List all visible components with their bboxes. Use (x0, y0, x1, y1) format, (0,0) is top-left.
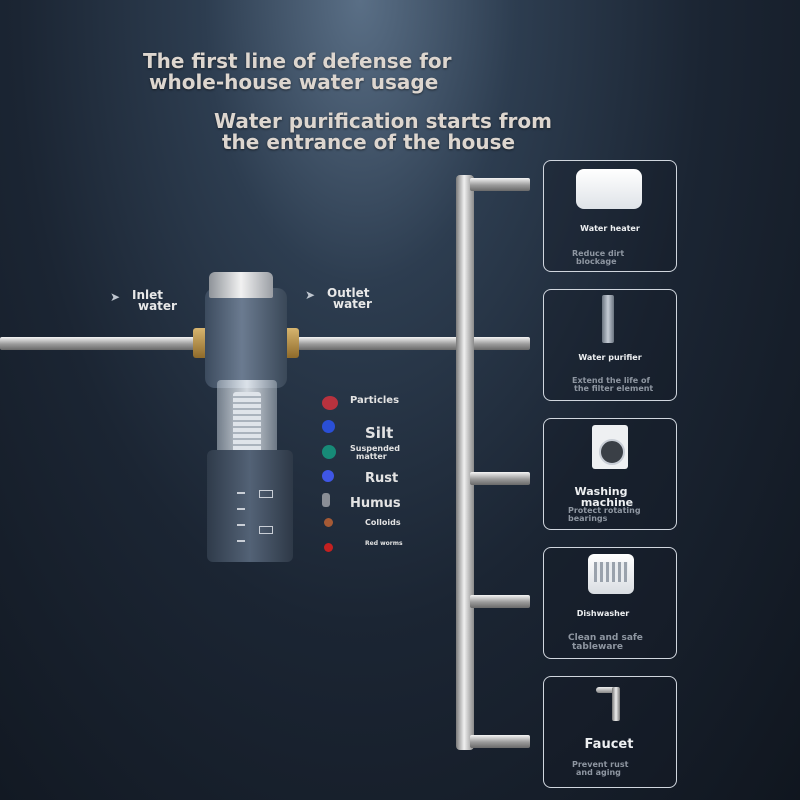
main-pipe-left (0, 337, 200, 350)
contaminant-rust: Rust (365, 471, 399, 486)
base-mark (237, 508, 245, 510)
branch-pipe-3 (470, 472, 530, 485)
headline-line-2: whole-house water usage (149, 70, 439, 94)
base-tag (259, 526, 273, 534)
silt-icon (322, 420, 335, 433)
filter-head (205, 288, 287, 388)
card-dishwasher: Dishwasher Clean and safe tableware (543, 547, 677, 659)
card-water-heater: Water heater Reduce dirt blockage (543, 160, 677, 272)
card-desc-line-2: and aging (576, 768, 621, 777)
card-desc-line-2: blockage (576, 257, 617, 266)
headline-line-3: Water purification starts from (214, 109, 552, 133)
card-desc: Prevent rust and aging (572, 761, 628, 777)
headline-primary: The first line of defense for whole-hous… (143, 51, 452, 93)
contaminant-silt-sub-2: matter (356, 452, 387, 461)
branch-pipe-1 (470, 178, 530, 191)
manifold-pipe (456, 175, 474, 750)
card-desc-line-1: Clean and safe (568, 633, 643, 643)
card-title: Water heater (580, 224, 640, 233)
card-desc-line-2: the filter element (574, 384, 654, 393)
card-title: Water purifier (578, 353, 642, 362)
contaminant-particles: Particles (350, 395, 400, 406)
outlet-label-line-1: Outlet (327, 286, 370, 300)
washing-machine-icon (592, 425, 628, 469)
card-desc: Extend the life of the filter element (572, 377, 653, 393)
card-desc: Protect rotating bearings (568, 507, 641, 523)
red-worms-icon (324, 543, 333, 552)
rust-icon (322, 445, 336, 459)
faucet-spout (596, 687, 618, 693)
inlet-label: ➤ Inlet water (110, 288, 177, 313)
base-tag (259, 490, 273, 498)
base-mark (237, 492, 245, 494)
filter-base (207, 450, 293, 562)
headline-line-1: The first line of defense for (143, 49, 452, 73)
branch-pipe-4 (470, 595, 530, 608)
card-desc-line-1: Extend the life of (572, 376, 650, 385)
inlet-label-line-2: water (138, 299, 177, 313)
washer-door (599, 439, 625, 465)
card-desc-line-1: Prevent rust (572, 760, 629, 769)
card-desc-line-1: Protect rotating (568, 506, 641, 515)
humus-fiber-icon (322, 493, 330, 507)
contaminant-silt-sub-1: Suspended (350, 444, 400, 453)
filter-cap (209, 272, 273, 298)
base-mark (237, 540, 245, 542)
arrow-right-icon: ➤ (110, 290, 121, 304)
contaminant-humus: Humus (350, 496, 401, 511)
card-desc-line-2: bearings (568, 514, 608, 523)
humus-icon (322, 470, 334, 482)
outlet-label: ➤ Outlet water (305, 286, 372, 311)
card-water-purifier: Water purifier Extend the life of the fi… (543, 289, 677, 401)
branch-pipe-5 (470, 735, 530, 748)
colloids-icon (324, 518, 333, 527)
card-desc: Clean and safe tableware (568, 634, 643, 652)
card-title-line-2: machine (580, 496, 634, 509)
card-faucet: Faucet Prevent rust and aging (543, 676, 677, 788)
base-mark (237, 524, 245, 526)
dish-rack (594, 562, 628, 582)
card-title: Dishwasher (576, 609, 630, 618)
main-pipe-right (298, 337, 530, 350)
contaminant-silt: Silt (365, 424, 394, 442)
faucet-icon (596, 687, 626, 723)
card-washing-machine: Washing machine Protect rotating bearing… (543, 418, 677, 530)
card-desc-line-1: Reduce dirt (572, 249, 625, 258)
arrow-right-icon: ➤ (305, 288, 316, 302)
card-desc: Reduce dirt blockage (572, 250, 624, 266)
card-title: Faucet (584, 737, 634, 752)
faucet-body (612, 687, 620, 721)
card-title-line-1: Washing (574, 485, 628, 498)
contaminant-colloids: Colloids (365, 518, 401, 527)
inlet-label-line-1: Inlet (132, 288, 163, 302)
headline-secondary: Water purification starts from the entra… (214, 111, 552, 153)
headline-line-4: the entrance of the house (222, 130, 516, 154)
outlet-brass-fitting (283, 328, 299, 358)
filter-element (233, 392, 261, 454)
pre-filter-device (193, 270, 305, 565)
particles-icon (322, 396, 338, 410)
contaminant-red-worms: Red worms (365, 540, 403, 547)
filter-bowl (217, 380, 277, 460)
card-desc-line-2: tableware (572, 642, 623, 652)
water-purifier-icon (602, 295, 614, 343)
water-heater-icon (576, 169, 642, 209)
dishwasher-icon (588, 554, 634, 594)
outlet-label-line-2: water (333, 297, 372, 311)
